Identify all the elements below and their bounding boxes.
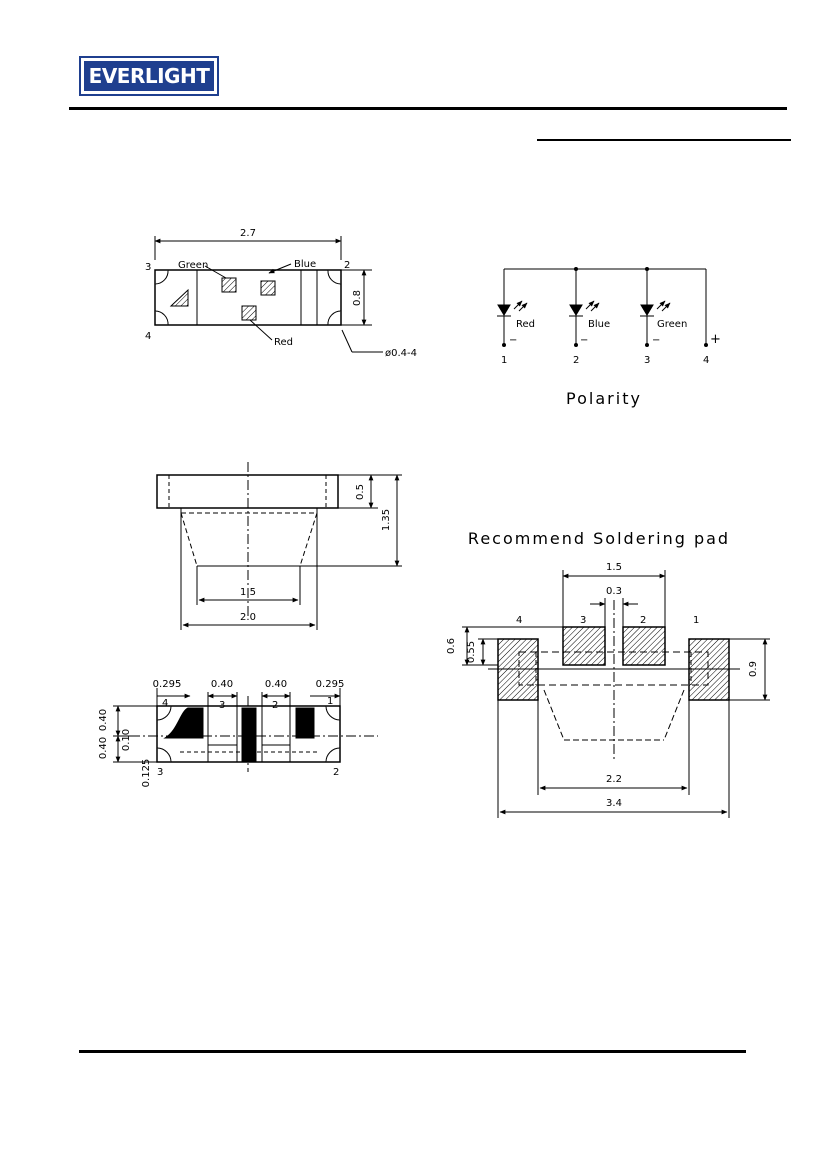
terminal-dot	[574, 343, 578, 347]
green-label: Green	[178, 260, 208, 271]
led-label-blue: Blue	[588, 319, 610, 330]
bottom-dim-1: 0.295	[153, 679, 182, 690]
bottom-pin-3: 3	[219, 700, 225, 711]
led-label-green: Green	[657, 319, 687, 330]
side-height-top: 0.5	[355, 484, 366, 500]
hole-dim: ø0.4-4	[385, 348, 417, 359]
bottom-dim-2: 0.40	[211, 679, 233, 690]
circuit-pin-3: 3	[644, 355, 650, 366]
side-inner-width: 1.5	[240, 587, 256, 598]
top-pin-2: 2	[344, 260, 350, 271]
bottom-pin-1: 1	[327, 696, 333, 707]
terminal-dot	[704, 343, 708, 347]
solder-pad-drawing	[462, 570, 770, 818]
pad-pin-1: 1	[693, 615, 699, 626]
junction-dot	[574, 267, 578, 271]
pad-dim-left-outer: 0.6	[446, 638, 457, 654]
solder-pad-title: Recommend Soldering pad	[468, 529, 730, 548]
bottom-pin-2-lower: 2	[333, 767, 339, 778]
circuit-pin-2: 2	[573, 355, 579, 366]
pad-pin-4: 4	[516, 615, 522, 626]
side-height-total: 1.35	[381, 509, 392, 531]
plus-4: +	[710, 332, 721, 347]
top-pin-4: 4	[145, 331, 151, 342]
minus-1: −	[509, 335, 517, 346]
bottom-pin-2: 2	[272, 700, 278, 711]
pad-pin-3: 3	[580, 615, 586, 626]
top-width-dim: 2.7	[240, 228, 256, 239]
circuit-pin-1: 1	[501, 355, 507, 366]
top-view	[154, 236, 383, 353]
bottom-left-dim-1: 0.40	[98, 709, 109, 731]
pad-dim-right: 0.9	[748, 661, 759, 677]
top-pin-3: 3	[145, 262, 151, 273]
minus-3: −	[652, 335, 660, 346]
header-rule	[69, 107, 787, 110]
bottom-dim-4: 0.295	[316, 679, 345, 690]
red-label: Red	[274, 337, 293, 348]
pad-dim-left-inner: 0.55	[466, 641, 477, 663]
led-label-red: Red	[516, 319, 535, 330]
bottom-left-dim-3: 0.10	[121, 729, 132, 751]
minus-2: −	[580, 335, 588, 346]
side-outer-width: 2.0	[240, 612, 256, 623]
blue-label: Blue	[294, 259, 316, 270]
polarity-title: Polarity	[566, 389, 642, 408]
bottom-left-dim-2: 0.40	[98, 737, 109, 759]
pad-pin-2: 2	[640, 615, 646, 626]
terminal-dot	[502, 343, 506, 347]
circuit-pin-4: 4	[703, 355, 709, 366]
everlight-logo: EVERLIGHT	[79, 56, 219, 96]
pad-dim-gap: 0.3	[606, 586, 622, 597]
polarity-circuit	[497, 268, 707, 345]
bottom-dim-3: 0.40	[265, 679, 287, 690]
bottom-left-dim-4: 0.125	[141, 759, 152, 788]
logo-text: EVERLIGHT	[84, 61, 214, 91]
header-subrule	[537, 139, 791, 141]
bottom-pin-3-lower: 3	[157, 767, 163, 778]
junction-dot	[645, 267, 649, 271]
pad-dim-top: 1.5	[606, 562, 622, 573]
side-view	[156, 462, 402, 630]
bottom-view	[113, 688, 378, 772]
pad-dim-total-width: 3.4	[606, 798, 622, 809]
pad-dim-inner-width: 2.2	[606, 774, 622, 785]
top-height-dim: 0.8	[352, 290, 363, 306]
bottom-pin-4: 4	[162, 698, 168, 709]
footer-rule	[79, 1050, 746, 1053]
terminal-dot	[645, 343, 649, 347]
